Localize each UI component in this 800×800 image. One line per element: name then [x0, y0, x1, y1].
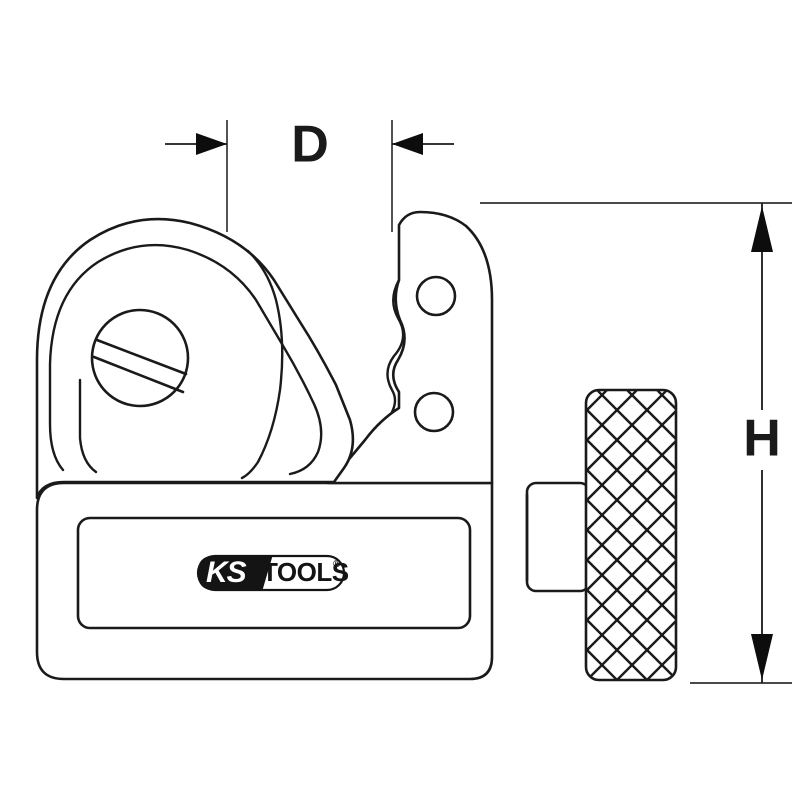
- cutting-wheel-screw: [90, 308, 190, 408]
- hook-arm: [35, 217, 355, 500]
- roller-pin-upper-icon: [415, 275, 457, 317]
- hook-arm-outline: [35, 217, 355, 500]
- dimension-H-arrow-bottom-icon: [751, 634, 773, 680]
- spindle-collar-outline: [525, 481, 591, 593]
- logo-tools-text: TOOLS: [262, 557, 349, 587]
- label-panel: [76, 516, 472, 630]
- hook-arm-inner-contour: [48, 244, 323, 476]
- spindle-collar: [525, 481, 591, 593]
- knurl-pattern: [587, 391, 675, 679]
- knurled-knob: [584, 388, 678, 682]
- logo-pill-dark-half: [197, 555, 273, 591]
- dimension-D: D: [165, 116, 454, 232]
- brand-logo: KS TOOLS ®: [196, 554, 349, 592]
- dimension-H-arrow-top-icon: [751, 206, 773, 252]
- dimension-D-arrow-left-icon: [196, 133, 227, 155]
- roller-pin-lower-icon: [413, 391, 455, 433]
- cutting-wheel-screw-head-icon: [90, 308, 190, 408]
- logo-registered-mark: ®: [333, 559, 341, 570]
- dimension-D-arrow-right-icon: [392, 133, 423, 155]
- right-jaw-inner-contour: [386, 278, 405, 414]
- dimension-H: H: [480, 202, 792, 684]
- logo-ks-text: KS: [206, 556, 247, 589]
- hook-arm-tip-contour: [240, 249, 284, 480]
- cutting-wheel-screw-slot-edge-lower: [92, 355, 185, 394]
- right-jaw: [326, 210, 494, 485]
- cutting-wheel-screw-slot-edge-upper: [95, 338, 188, 376]
- hook-arm-heel-contour: [78, 378, 98, 474]
- dimension-D-label: D: [291, 116, 329, 174]
- dimension-H-label: H: [743, 410, 781, 468]
